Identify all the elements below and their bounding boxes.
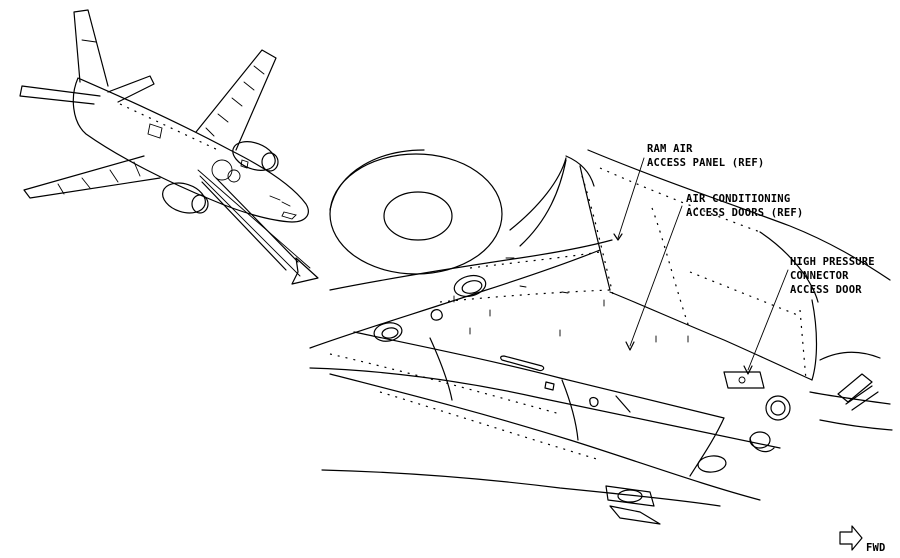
forward-direction-indicator: FWD [839, 525, 886, 554]
forward-arrow-icon [839, 525, 863, 551]
callout-ram-air-access-panel: RAM AIR ACCESS PANEL (REF) [613, 143, 764, 241]
callout-high-pressure-connector-access-door: HIGH PRESSURE CONNECTOR ACCESS DOOR [743, 256, 875, 375]
high-pressure-label-line-3: ACCESS DOOR [790, 284, 862, 296]
air-conditioning-label-line-1: AIR CONDITIONING [686, 193, 790, 205]
air-conditioning-label-line-2: ACCESS DOORS (REF) [686, 207, 803, 219]
ram-air-label-line-1: RAM AIR [647, 143, 693, 155]
high-pressure-label-line-1: HIGH PRESSURE [790, 256, 875, 268]
callout-air-conditioning-access-doors: AIR CONDITIONING ACCESS DOORS (REF) [625, 193, 803, 351]
high-pressure-label-line-2: CONNECTOR [790, 270, 849, 282]
ram-air-label-line-2: ACCESS PANEL (REF) [647, 157, 764, 169]
airplane-locator-view [19, 9, 319, 285]
forward-label: FWD [866, 542, 886, 554]
lower-fuselage-detail-view [309, 149, 893, 525]
